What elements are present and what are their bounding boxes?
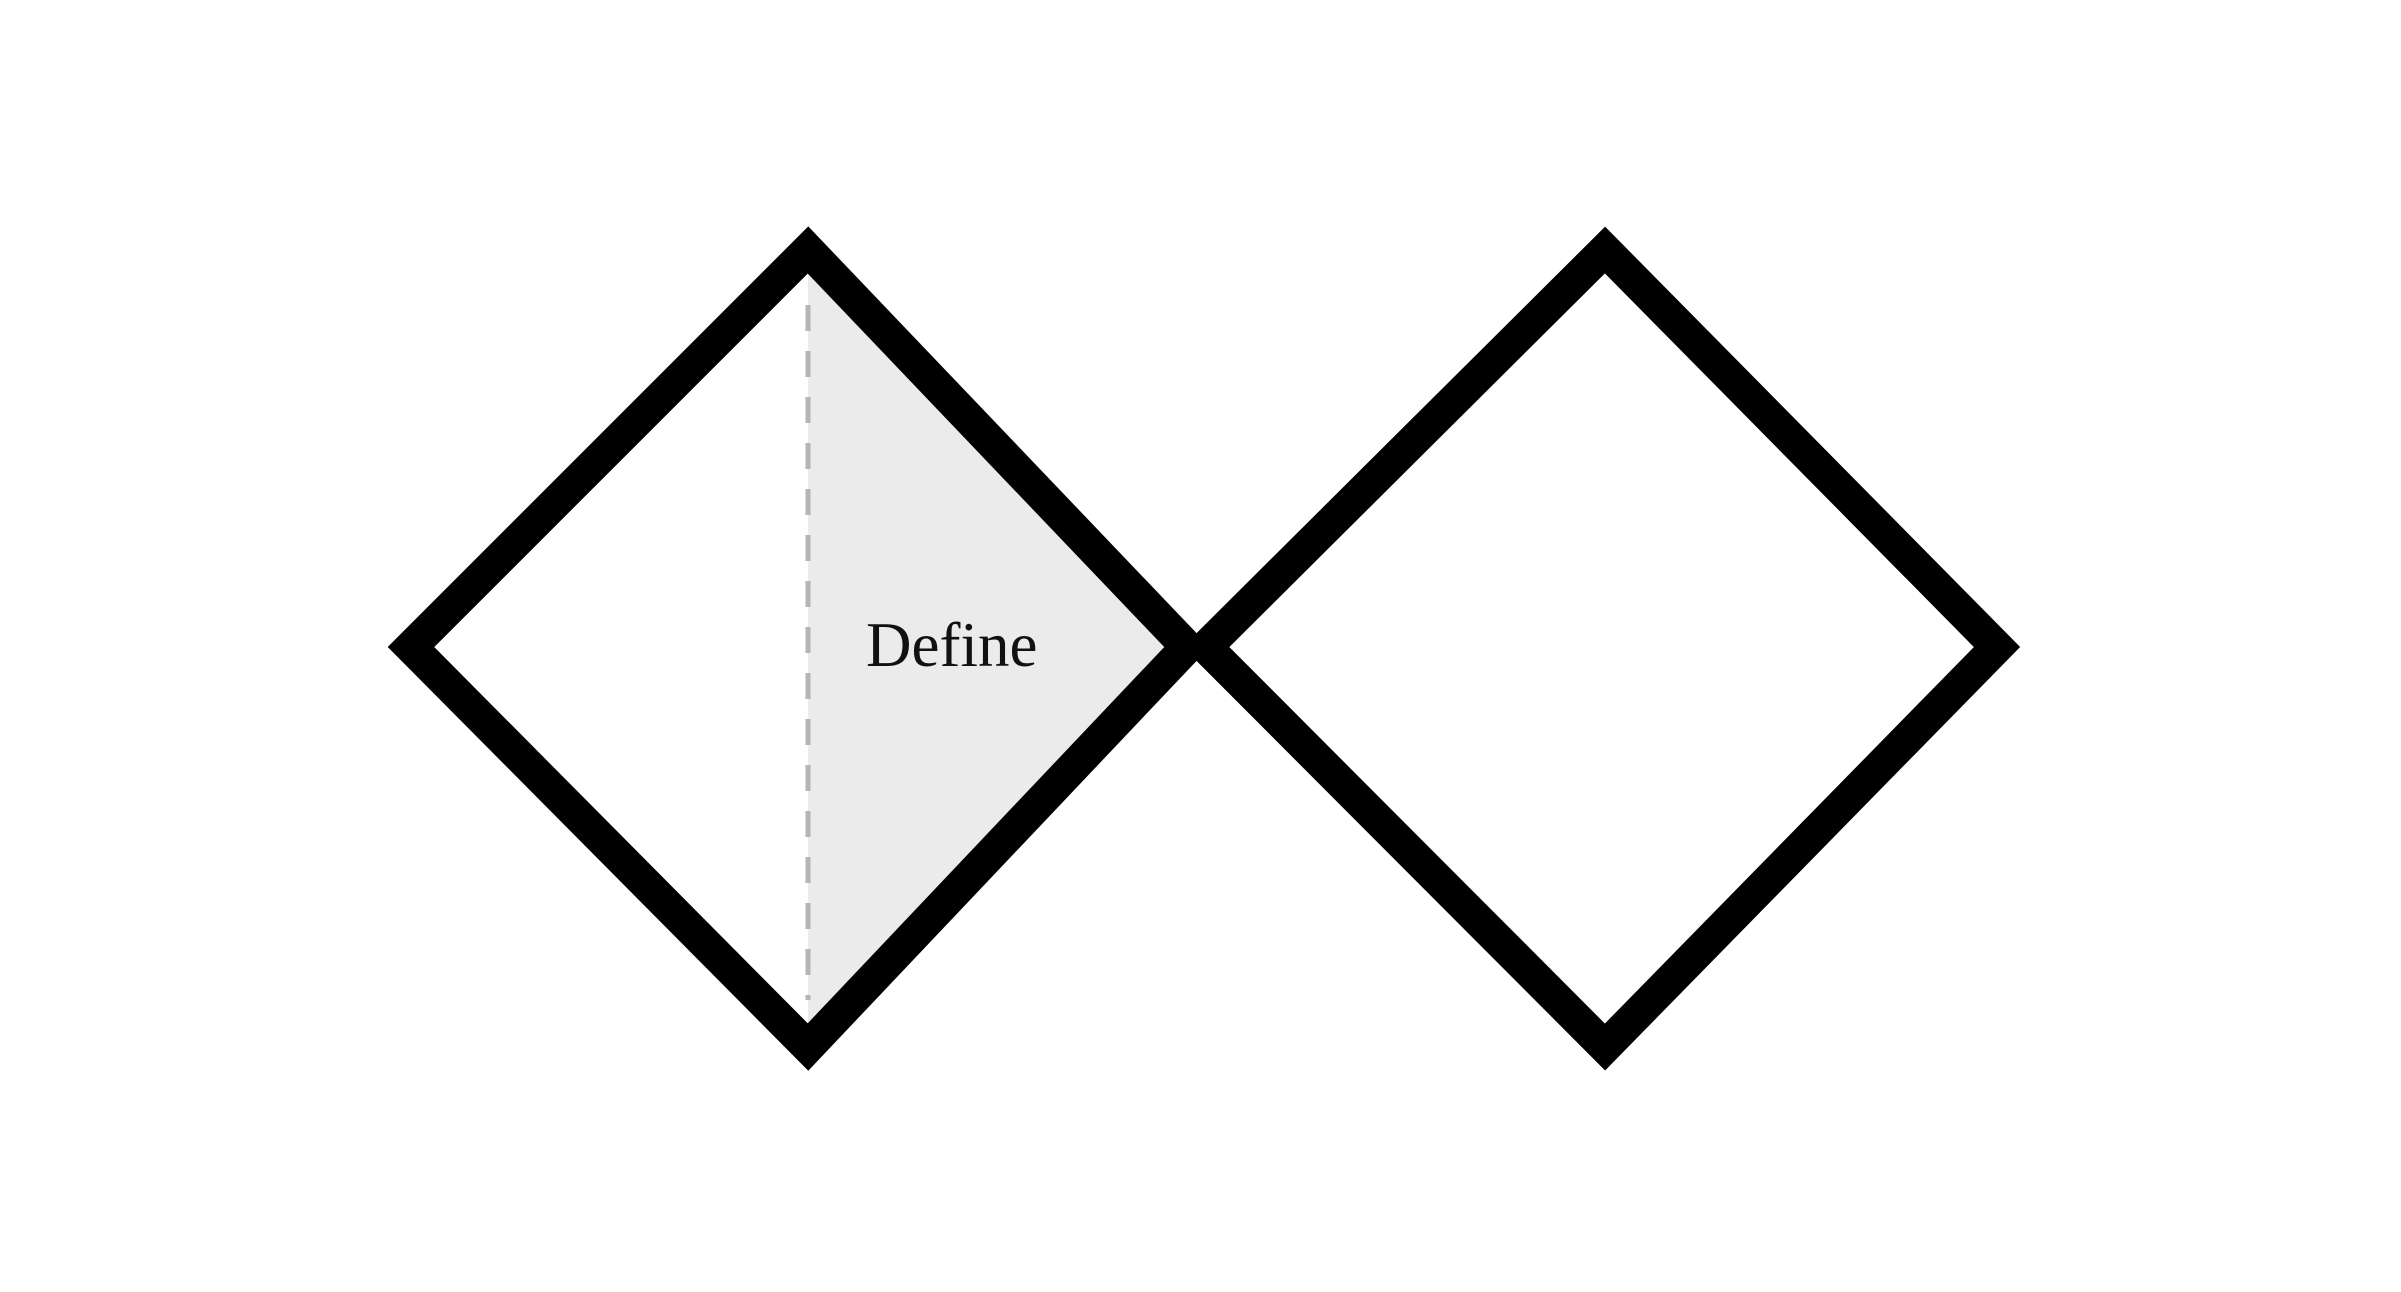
define-highlight-region — [808, 257, 1177, 1037]
second-diamond — [1182, 226, 2021, 1071]
first-diamond — [387, 226, 1210, 1071]
define-label: Define — [866, 610, 1037, 680]
